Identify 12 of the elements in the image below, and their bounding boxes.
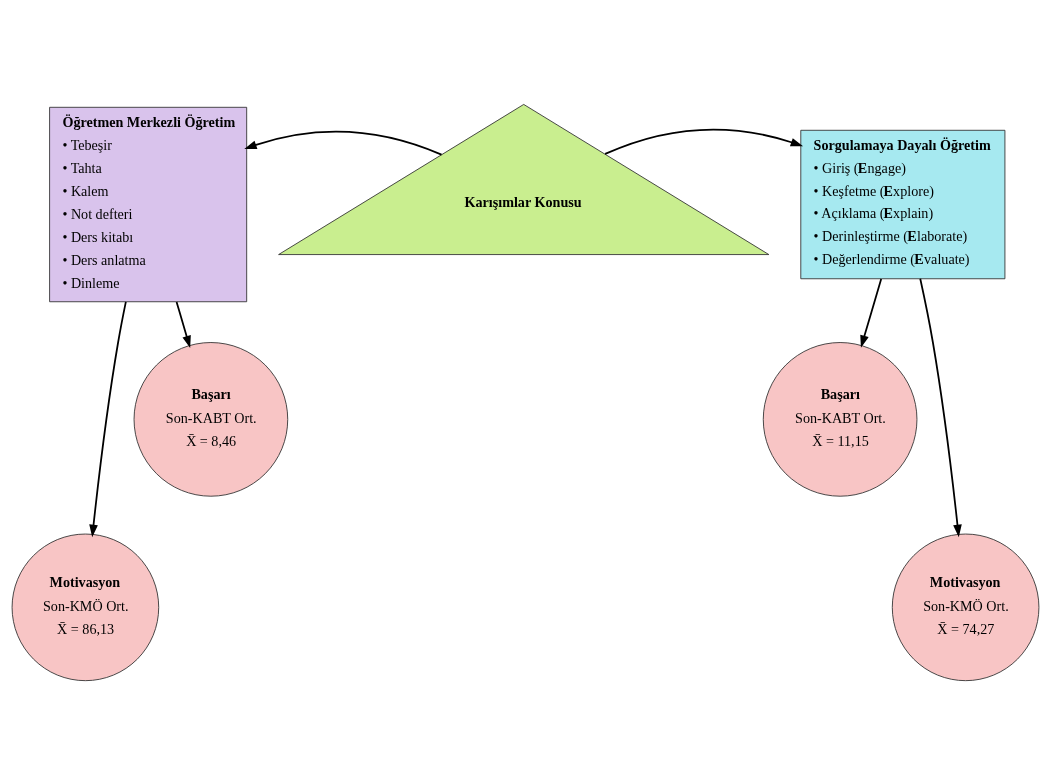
arrow bbox=[175, 300, 191, 348]
node-circle: Motivasyon Son-KMÖ Ort. X̄ = 74,27 bbox=[891, 533, 1040, 681]
arrow bbox=[604, 128, 804, 155]
node-circle: Başarı Son-KABT Ort. X̄ = 11,15 bbox=[762, 341, 918, 497]
arrow bbox=[860, 277, 883, 348]
arrow bbox=[919, 277, 962, 537]
arrow bbox=[89, 300, 127, 537]
node-box: Sorgulamaya Dayalı Öğretim • Giriş (Engage) • Keşfetme (Explore) • Açıklama (Explain) • Derinleştirme (Elaborate) • Değerlendirme (Evaluate) bbox=[800, 129, 1006, 279]
arrow bbox=[244, 130, 443, 156]
node-circle: Başarı Son-KABT Ort. X̄ = 8,46 bbox=[133, 341, 289, 497]
node-box: Öğretmen Merkezli Öğretim • Tebeşir • Tahta • Kalem • Not defteri • Ders kitabı • Ders anlatma • Dinleme bbox=[49, 106, 248, 302]
node-circle: Motivasyon Son-KMÖ Ort. X̄ = 86,13 bbox=[11, 533, 160, 681]
